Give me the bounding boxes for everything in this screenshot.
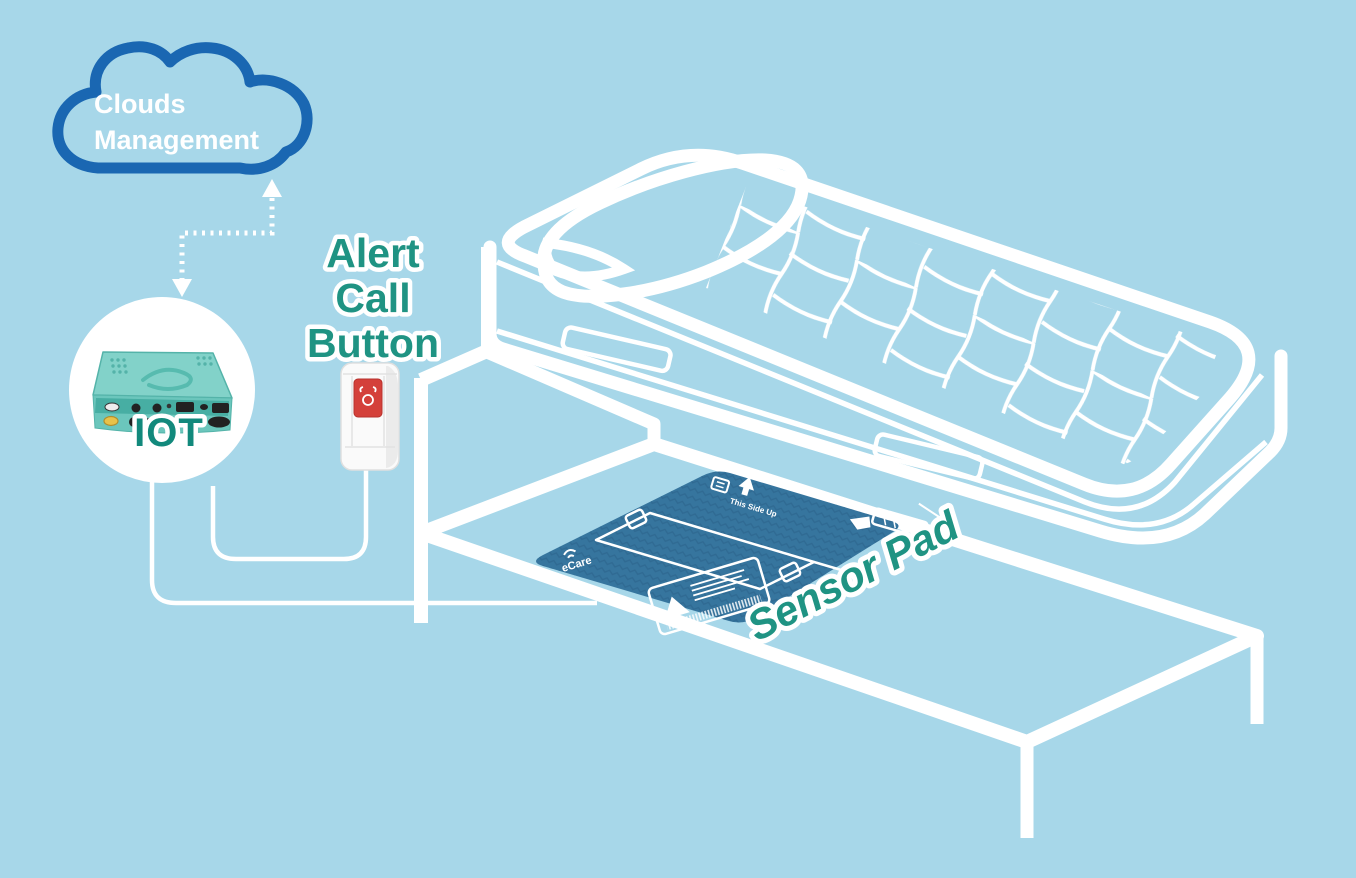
alert-label-line1: Alert <box>326 230 420 276</box>
cloud-label-line2: Management <box>94 125 259 155</box>
alert-device-shading <box>386 366 399 468</box>
cloud-label-line1: Clouds <box>94 89 186 119</box>
iot-device <box>92 351 233 434</box>
pad-warning-label <box>647 556 771 636</box>
mattress-handle-slot-1 <box>560 325 673 374</box>
cable-iot-to-bed <box>149 468 597 606</box>
arrow-up-icon <box>262 179 282 197</box>
alert-call-button-label: Alert Call Button <box>302 226 443 371</box>
iot-hub: IOT <box>69 297 255 483</box>
mattress-piping-bottom <box>496 328 1268 528</box>
mattress-top-outline <box>501 148 1256 498</box>
bed-frame-rail <box>484 346 661 444</box>
alert-device-creases <box>343 373 397 448</box>
pad-cable-tail <box>813 556 873 574</box>
cloud-icon <box>52 41 313 175</box>
iot-device-port-strip <box>95 398 229 416</box>
warning-triangle-icon <box>664 596 690 620</box>
pillow-icon <box>537 153 809 303</box>
clouds-management: Clouds Management <box>52 41 313 175</box>
mattress-piping-top <box>495 259 1265 512</box>
up-arrow-icon <box>738 476 754 496</box>
pad-snap-icon-1 <box>624 508 648 530</box>
iot-ports <box>103 402 230 428</box>
cloud-iot-link <box>172 179 282 297</box>
alert-red-button <box>353 378 383 418</box>
arrow-down-icon <box>172 279 192 297</box>
pad-railclip-illustration <box>849 502 950 550</box>
iot-label: IOT <box>134 411 204 455</box>
pad-inner-panel <box>594 511 816 591</box>
iot-logo-swirl-icon <box>141 367 193 391</box>
call-bell-icon <box>359 386 377 406</box>
alert-label-line2: Call <box>335 275 410 321</box>
cables <box>149 468 597 606</box>
cable-iot-to-alert-button <box>210 468 369 562</box>
mattress-band-outline <box>483 240 1288 545</box>
mattress-handle-slot-2 <box>872 432 985 481</box>
alert-call-button-device <box>340 362 400 471</box>
speaker-grille-icon <box>110 356 213 374</box>
pad-snap-icon-2 <box>778 561 802 583</box>
alert-label-line3: Button <box>307 320 439 366</box>
